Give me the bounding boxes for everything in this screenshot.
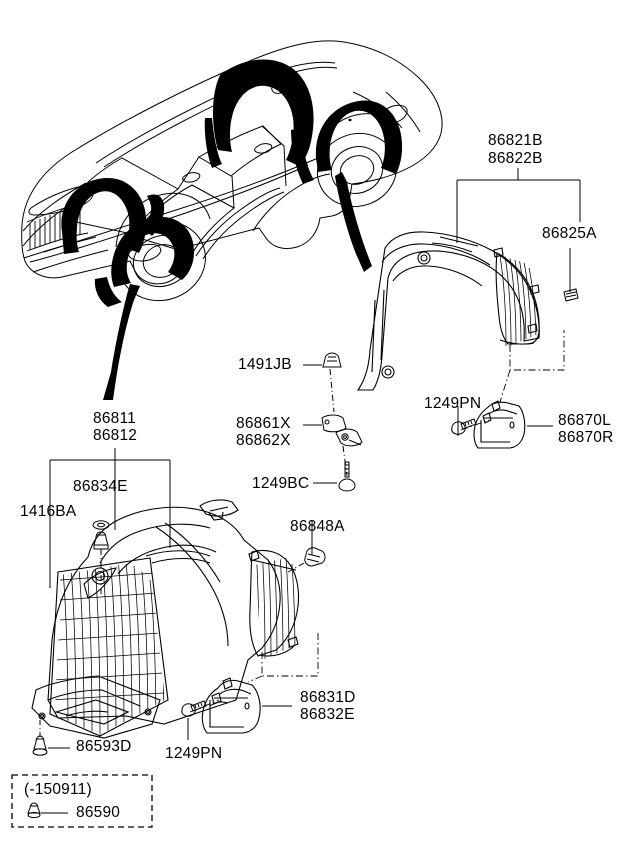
front-liner-callout-bracket (49, 448, 171, 588)
rear-mud-flap-part (473, 400, 526, 449)
vehicle-highlighted-liners (61, 59, 403, 307)
label-front-liner: 86811 (93, 410, 136, 427)
label-legacy-note: (-150911) (24, 781, 92, 798)
legacy-note-box (11, 774, 153, 828)
label-rear-bracket-l: 86861X (236, 415, 291, 432)
front-mud-flap-part (201, 677, 261, 734)
front-liner-grommet-part (92, 520, 110, 530)
label-rear-bracket-screw: 1249BC (252, 475, 310, 492)
front-liner-nut-part (93, 531, 109, 596)
label-rear-flap-screw: 1249PN (424, 395, 482, 412)
front-cover-clip-part (287, 520, 326, 573)
label-rear-flap-l: 86870L (558, 412, 611, 429)
label-front-liner-grommet: 86834E (73, 478, 128, 495)
rear-flap-screw-part (451, 406, 477, 436)
front-flap-assembly-line (189, 632, 319, 713)
label-front-flap-screw: 1249PN (165, 745, 223, 762)
rear-liner-callout-bracket (456, 168, 581, 243)
rear-liner-clip-icon (563, 288, 579, 302)
rear-top-clip-part (303, 352, 342, 413)
label-rear-top-clip: 1491JB (238, 356, 292, 373)
front-flap-screw-part (181, 700, 207, 740)
label-rear-liner-alt: 86822B (488, 150, 543, 167)
front-wheel-liner-part (31, 499, 300, 739)
label-front-cover-clip: 86848A (290, 518, 345, 535)
label-front-flap-r: 86832E (300, 706, 355, 723)
label-front-liner-nut: 1416BA (20, 503, 77, 520)
label-rear-liner: 86821B (488, 132, 543, 149)
rear-bracket-screw-part (313, 461, 356, 492)
rear-flap-assembly-line (460, 330, 565, 431)
rear-liner-pointer (335, 172, 372, 272)
rear-bracket-part (303, 414, 363, 477)
legacy-clip-icon (27, 802, 68, 819)
label-legacy-clip: 86590 (76, 804, 121, 821)
label-front-liner-alt: 86812 (93, 427, 138, 444)
label-rear-flap-r: 86870R (558, 429, 614, 446)
rear-wheel-liner-part (356, 231, 540, 391)
label-front-lower-clip: 86593D (76, 738, 132, 755)
label-front-flap-l: 86831D (300, 689, 356, 706)
front-lower-clip-part (32, 720, 70, 756)
label-rear-bracket-r: 86862X (236, 432, 291, 449)
label-rear-liner-clip: 86825A (542, 225, 597, 242)
front-liner-pointer (103, 284, 140, 400)
